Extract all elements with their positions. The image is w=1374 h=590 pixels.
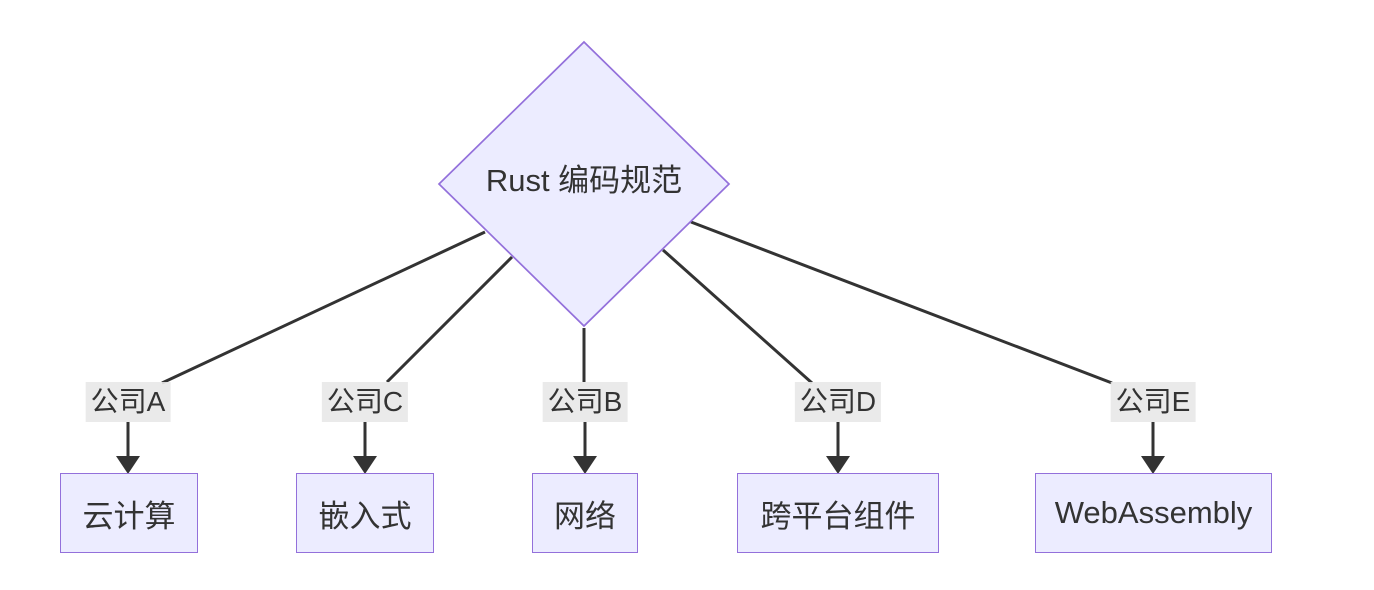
arrowhead-icon <box>826 456 850 474</box>
edge-label-company-a: 公司A <box>85 382 171 422</box>
arrowhead-icon <box>353 456 377 474</box>
edge-label-company-d: 公司D <box>794 382 882 422</box>
arrowhead-icon <box>116 456 140 474</box>
edge-line-company-e <box>690 220 1113 385</box>
edge-line-company-a <box>161 230 486 385</box>
edge-line-company-c <box>385 255 514 384</box>
arrowhead-icon <box>573 456 597 474</box>
node-webassembly: WebAssembly <box>1035 473 1272 553</box>
edge-label-company-e: 公司E <box>1110 382 1196 422</box>
node-cross-platform-widgets: 跨平台组件 <box>737 473 939 553</box>
edge-label-company-b: 公司B <box>542 382 628 422</box>
node-embedded: 嵌入式 <box>296 473 434 553</box>
node-cloud-computing: 云计算 <box>60 473 198 553</box>
edge-line-company-d <box>662 248 813 385</box>
node-rust-coding-standard: Rust 编码规范 <box>485 163 683 198</box>
arrowhead-icon <box>1141 456 1165 474</box>
edge-label-company-c: 公司C <box>321 382 409 422</box>
decision-diamond-shape <box>437 40 731 328</box>
node-network: 网络 <box>532 473 638 553</box>
